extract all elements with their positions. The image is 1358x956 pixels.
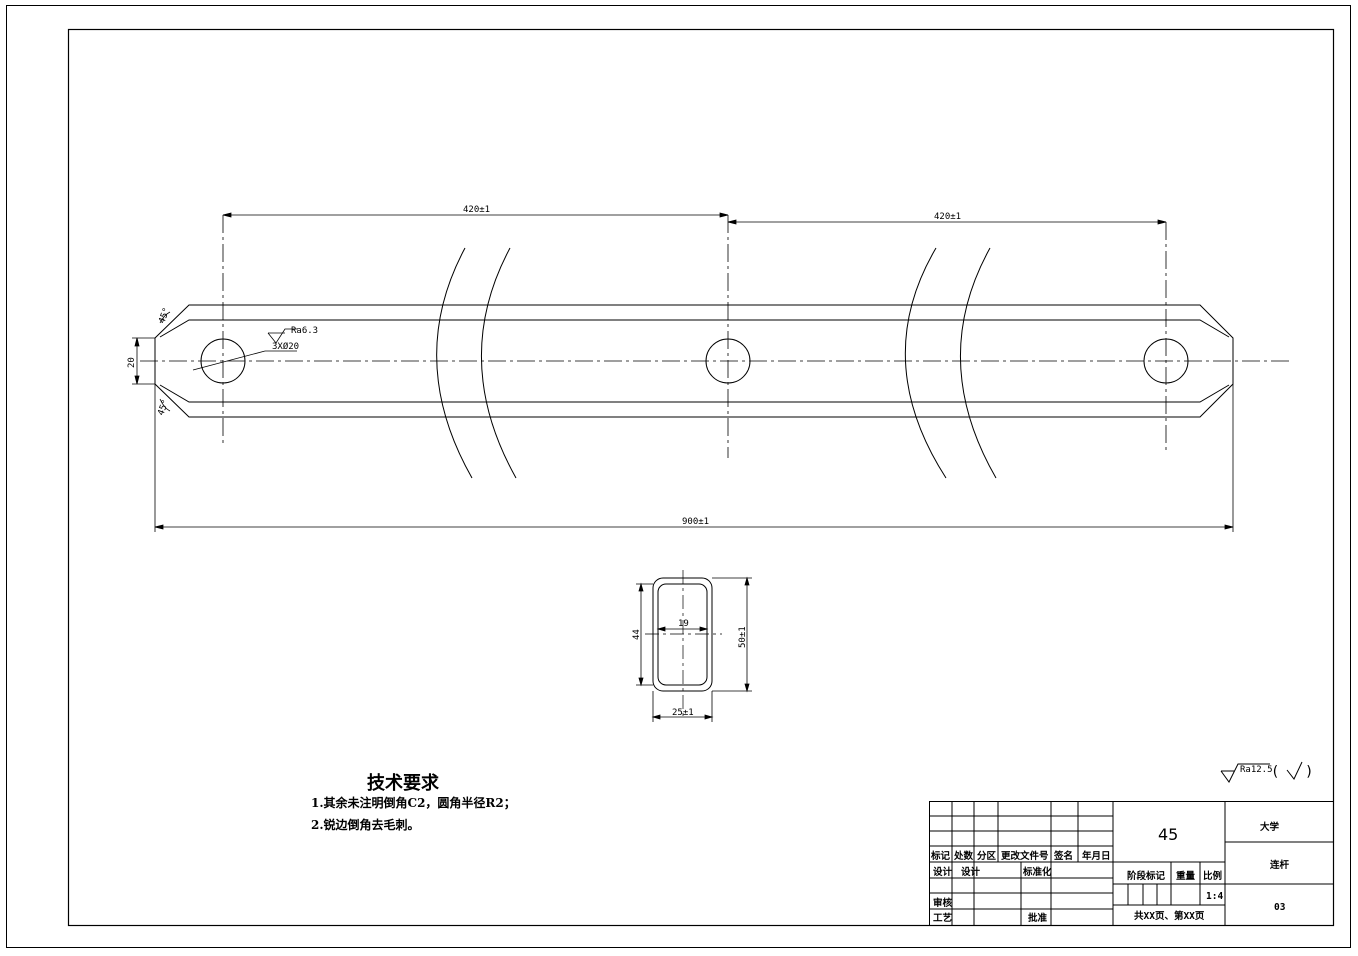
tb-school: 大学 (1260, 821, 1280, 833)
tb-label-review: 审核 (933, 897, 953, 909)
tb-pages: 共XX页、第XX页 (1134, 910, 1205, 922)
link-inner-bottom (159, 384, 1230, 403)
general-roughness-paren-close: ) (1305, 764, 1313, 780)
drawing-frame (67, 28, 1335, 927)
tb-part-name: 连杆 (1270, 859, 1290, 871)
tb-label-design-2: 设计 (961, 866, 981, 878)
tb-weight: 重量 (1176, 870, 1196, 882)
tb-label-standardize: 标准化 (1022, 866, 1052, 878)
break-line-2b (960, 247, 997, 479)
dim-end-width: 20 (127, 357, 137, 368)
tb-label-process: 工艺 (933, 912, 953, 924)
break-line-2a (904, 247, 947, 479)
general-roughness-paren-open: ( (1271, 764, 1279, 780)
tb-header-count: 处数 (953, 850, 974, 862)
break-line-1a (436, 247, 473, 479)
dim-chamfer-top: 45° (157, 306, 172, 325)
dim-left-span: 420±1 (463, 205, 490, 215)
tb-header-change-doc: 更改文件号 (1001, 850, 1049, 862)
tb-ratio: 比例 (1203, 870, 1222, 882)
dim-chamfer-bottom: 45° (156, 398, 171, 417)
tb-stage-mark: 阶段标记 (1127, 870, 1166, 882)
link-outline (154, 304, 1234, 418)
general-roughness-value: Ra12.5 (1240, 765, 1273, 775)
section-inner (657, 583, 708, 686)
tb-drawing-no: 03 (1274, 902, 1286, 913)
sheet-border (6, 5, 1351, 948)
tech-note-1: 1.其余未注明倒角C2，圆角半径R2； (311, 795, 516, 810)
tb-label-approve: 批准 (1028, 912, 1048, 924)
tb-header-date: 年月日 (1082, 850, 1111, 862)
section-dimensions (636, 576, 752, 722)
tb-header-zone: 分区 (977, 850, 997, 862)
dim-section-inner-width: 19 (678, 619, 689, 629)
tb-header-signature: 签名 (1053, 850, 1073, 862)
dim-overall: 900±1 (682, 517, 709, 527)
hole-roughness-label: Ra6.3 (291, 326, 318, 336)
cross-section-view (645, 570, 722, 718)
tb-scale: 1:4 (1206, 891, 1223, 902)
dim-section-outer-width: 25±1 (672, 708, 694, 718)
tb-header-mark: 标记 (930, 850, 951, 862)
tech-notes-title: 技术要求 (367, 772, 440, 794)
tb-material: 45 (1158, 825, 1178, 844)
link-inner-top (159, 319, 1230, 338)
break-line-1b (481, 247, 517, 479)
main-dimensions (132, 212, 1234, 532)
section-outer (652, 577, 713, 692)
dim-right-span: 420±1 (934, 212, 961, 222)
tech-note-2: 2.锐边倒角去毛刺。 (311, 817, 420, 832)
hole-spec-label: 3XØ20 (272, 341, 299, 352)
tb-label-design: 设计 (933, 866, 953, 878)
title-block (929, 801, 1334, 926)
link-main-view (140, 215, 1292, 479)
dim-section-inner-height: 44 (632, 629, 642, 640)
dim-section-outer-height: 50±1 (738, 626, 748, 648)
general-roughness-symbol (1220, 761, 1303, 783)
